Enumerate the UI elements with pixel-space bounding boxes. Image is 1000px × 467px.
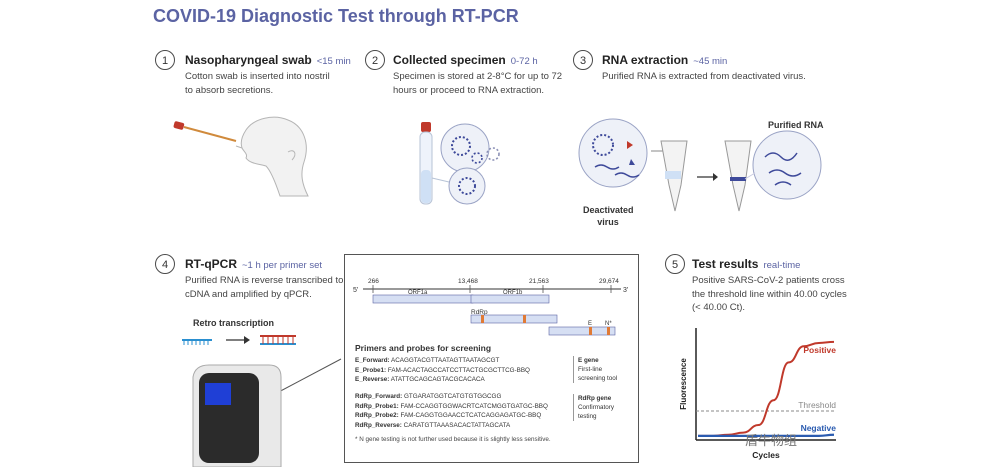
step-title-text: Collected specimen [393, 53, 506, 67]
primer-row: E_Probe1: FAM-ACACTAGCCATCCTTACTGCGCTTCG… [355, 366, 530, 376]
gene-note-line: testing [578, 413, 597, 420]
genome-position: 266 [368, 278, 379, 285]
e-gene-label: E [588, 321, 592, 327]
primer-row: RdRp_Forward: GTGARATGGTCATGTGTGGCGG [355, 392, 548, 402]
five-prime-label: 5' [353, 287, 358, 294]
nasal-swab-illustration [173, 116, 309, 197]
y-axis-label: Fluorescence [679, 358, 688, 410]
three-prime-label: 3' [623, 287, 628, 294]
genome-position: 13,468 [458, 278, 478, 285]
orf1a-bar [372, 294, 474, 304]
primer-name: RdRp_Probe1: [355, 402, 399, 410]
step-title: Nasopharyngeal swab <15 min [185, 53, 351, 67]
step-number: 4 [155, 254, 175, 274]
threshold-label: Threshold [798, 400, 836, 410]
genome-position: 29,674 [599, 278, 619, 285]
orf1b-label: ORF1b [503, 290, 523, 296]
primer-name: E_Forward: [355, 357, 390, 364]
specimen-tube-illustration [419, 122, 500, 205]
primer-sequence: FAM-CCAGGTGGWACRTCATCMGGTGATGC-BBQ [400, 402, 548, 410]
genome-map: 5' 3' 266 13,468 21,563 29,674 ORF1a ORF… [353, 278, 628, 336]
step-description: Specimen is stored at 2-8°C for up to 72… [393, 71, 563, 96]
purified-rna-label: Purified RNA [768, 120, 824, 130]
rdrp-primer-list: RdRp_Forward: GTGARATGGTCATGTGTGGCGG RdR… [355, 392, 548, 430]
step-title-text: Nasopharyngeal swab [185, 53, 312, 67]
step-number: 5 [665, 254, 685, 274]
gene-title: RdRp gene [578, 395, 612, 402]
primer-row: RdRp_Probe1: FAM-CCAGGTGGWACRTCATCMGGTGA… [355, 402, 548, 412]
rdrp-target [523, 315, 526, 323]
step-title-text: RT-qPCR [185, 257, 237, 271]
primers-panel: 5' 3' 266 13,468 21,563 29,674 ORF1a ORF… [344, 254, 639, 463]
step-description: Cotton swab is inserted into nostril to … [185, 71, 330, 96]
gene-title: E gene [578, 357, 599, 364]
primers-heading: Primers and probes for screening [355, 343, 492, 353]
primer-row: RdRp_Probe2: FAM-CAGGTGGAACCTCATCAGGAGAT… [355, 411, 548, 421]
rdrp-label: RdRp [471, 309, 488, 316]
primer-name: RdRp_Forward: [355, 393, 403, 400]
primer-sequence: FAM-ACACTAGCCATCCTTACTGCGCTTCG-BBQ [387, 366, 530, 374]
primers-footnote: * N gene testing is not further used bec… [355, 436, 551, 443]
qpcr-chart: Fluorescence Cycles Threshold Positive N… [679, 328, 837, 460]
n-gene-label: N* [605, 321, 612, 327]
rdrp-target [481, 315, 484, 323]
gene-note-line: First-line [578, 366, 603, 373]
primer-sequence: ACAGGTACGTTAATAGTTAATAGCGT [391, 357, 500, 364]
primer-sequence: GTGARATGGTCATGTGTGGCGG [403, 393, 502, 400]
structural-bar [548, 326, 616, 336]
step-description: Purified RNA is reverse transcribed to c… [185, 275, 344, 300]
step-description: Purified RNA is extracted from deactivat… [602, 71, 806, 82]
step-title-text: Test results [692, 257, 759, 271]
pcr-machine-illustration [192, 358, 342, 467]
series-label-negative: Negative [801, 423, 837, 433]
step-time: ~1 h per primer set [242, 260, 322, 271]
primer-row: E_Reverse: ATATTGCAGCAGTACGCACACA [355, 375, 530, 385]
step-number: 2 [365, 50, 385, 70]
step-title: RT-qPCR ~1 h per primer set [185, 257, 322, 271]
step-title: Test results real-time [692, 257, 800, 271]
rdrp-bar [470, 314, 558, 324]
primer-name: RdRp_Reverse: [355, 421, 402, 429]
gene-note-line: Confirmatory [578, 404, 615, 411]
retro-transcription-illustration [182, 335, 296, 345]
series-label-positive: Positive [803, 345, 836, 355]
orf1b-bar [470, 294, 550, 304]
rna-extraction-illustration [578, 118, 822, 212]
primer-name: E_Reverse: [355, 376, 390, 383]
step-description: Positive SARS-CoV-2 patients cross the t… [692, 275, 847, 313]
n-target [607, 327, 610, 335]
primer-sequence: CARATGTTAAASACACTATTAGCATA [403, 421, 511, 429]
step-title: RNA extraction ~45 min [602, 53, 727, 67]
primer-sequence: ATATTGCAGCAGTACGCACACA [390, 376, 485, 383]
primer-sequence: FAM-CAGGTGGAACCTCATCAGGAGATGC-BBQ [400, 412, 542, 419]
step-time: ~45 min [693, 56, 728, 67]
rdrp-gene-note: RdRp gene Confirmatory testing [573, 394, 614, 421]
step-title: Collected specimen 0-72 h [393, 53, 538, 67]
e-target [589, 327, 592, 335]
primer-row: RdRp_Reverse: CARATGTTAAASACACTATTAGCATA [355, 421, 548, 431]
gene-note-line: screening tool [578, 375, 618, 382]
primer-row: E_Forward: ACAGGTACGTTAATAGTTAATAGCGT [355, 356, 530, 366]
step-time: <15 min [316, 56, 351, 67]
series-line-positive [697, 340, 835, 437]
page-title: COVID-19 Diagnostic Test through RT-PCR [153, 6, 519, 26]
e-primer-list: E_Forward: ACAGGTACGTTAATAGTTAATAGCGT E_… [355, 356, 530, 385]
x-axis-label: Cycles [752, 450, 780, 460]
step-time: real-time [763, 260, 801, 271]
step-time: 0-72 h [510, 56, 538, 67]
deactivated-virus-label: Deactivated virus [583, 205, 634, 227]
orf1a-label: ORF1a [408, 290, 428, 296]
step-title-text: RNA extraction [602, 53, 689, 67]
series-line-negative [697, 433, 835, 437]
primer-name: E_Probe1: [355, 366, 387, 374]
primer-name: RdRp_Probe2: [355, 412, 399, 419]
genome-position: 21,563 [529, 278, 549, 285]
step-number: 3 [573, 50, 593, 70]
watermark: 盾牛物组 [745, 433, 798, 448]
e-gene-note: E gene First-line screening tool [573, 356, 617, 383]
retro-transcription-label: Retro transcription [193, 318, 275, 328]
step-number: 1 [155, 50, 175, 70]
